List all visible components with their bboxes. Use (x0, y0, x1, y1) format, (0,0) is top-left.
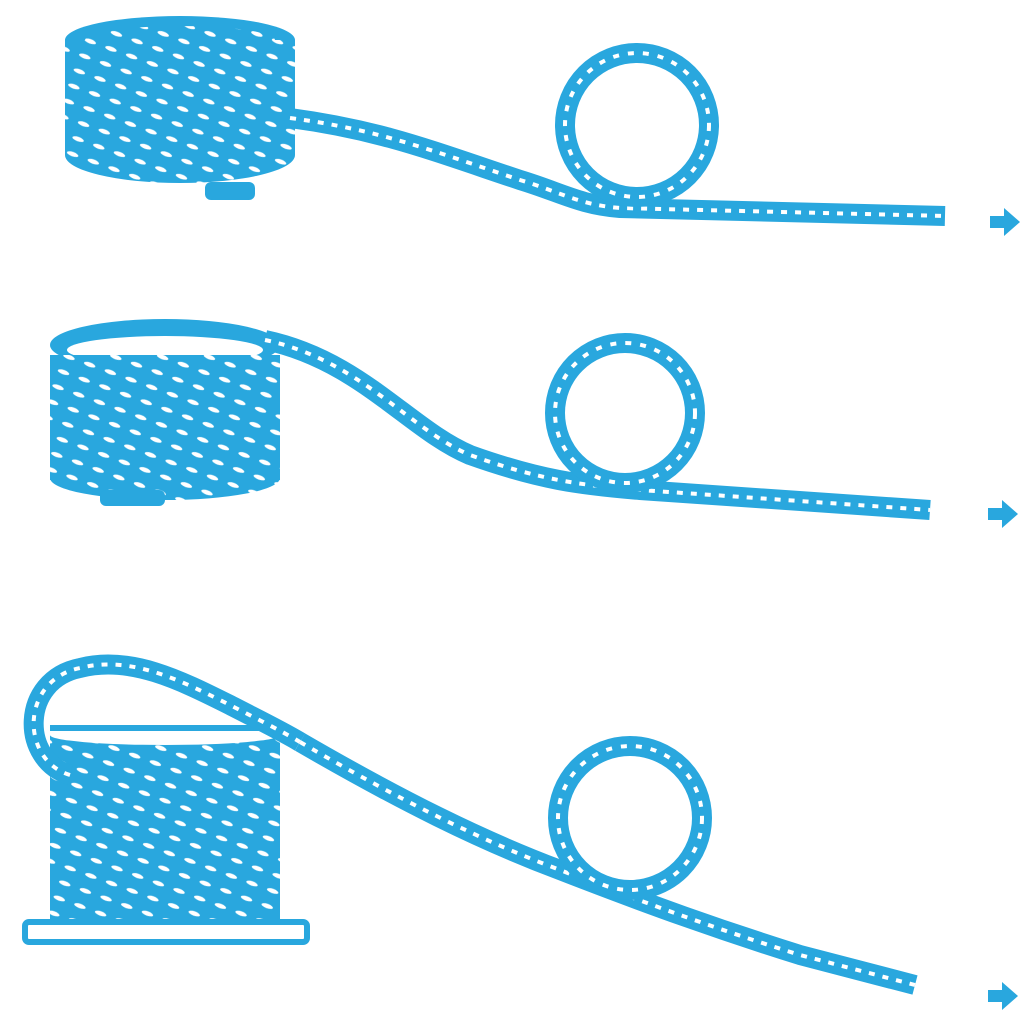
figure-2 (50, 319, 1018, 528)
arrow-right-icon (988, 982, 1018, 1010)
figure-3 (25, 664, 1018, 1010)
kink-loop-2 (555, 343, 695, 483)
spool-coil (25, 725, 307, 942)
coil-flat (65, 16, 295, 200)
arrow-right-icon (990, 208, 1020, 236)
rope-line-3 (300, 742, 915, 985)
kink-loop-3 (558, 746, 702, 890)
kink-loop-1 (565, 53, 709, 197)
coil-medium (50, 319, 280, 506)
figure-1 (65, 16, 1020, 236)
arrow-right-icon (988, 500, 1018, 528)
